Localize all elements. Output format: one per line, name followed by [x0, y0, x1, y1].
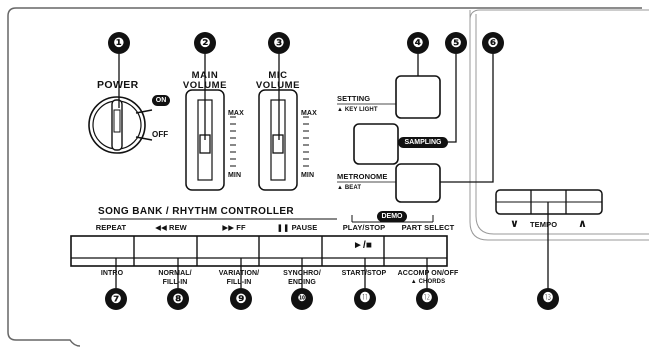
- setting-label: SETTING: [337, 94, 371, 103]
- callout-5: ❺: [445, 32, 467, 54]
- setting-sub-text: KEY LIGHT: [344, 107, 378, 113]
- variation-fill-in-label-1: VARIATION/: [218, 270, 260, 277]
- setting-button[interactable]: [396, 76, 440, 118]
- power-off-label: OFF: [152, 130, 169, 139]
- power-label: POWER: [97, 79, 139, 91]
- callout-9: ❾: [230, 288, 252, 310]
- play-stop-label: PLAY/STOP: [342, 223, 386, 232]
- demo-label: DEMO: [377, 211, 407, 222]
- power-switch[interactable]: [88, 96, 153, 154]
- setting-sub-label: ▲ KEY LIGHT: [337, 107, 378, 113]
- callout-6: ❻: [482, 32, 504, 54]
- panel-outline: [7, 7, 642, 341]
- mic-volume-max: MAX: [301, 110, 317, 117]
- intro-label: INTRO: [100, 270, 124, 277]
- tempo-panel: [469, 10, 649, 241]
- metronome-button[interactable]: [396, 164, 440, 202]
- main-volume-max: MAX: [228, 110, 244, 117]
- tempo-up-icon: ∧: [578, 218, 588, 230]
- part-select-label: PART SELECT: [401, 223, 455, 232]
- mic-volume-min: MIN: [301, 172, 315, 179]
- song-bank-buttons[interactable]: [70, 235, 448, 267]
- start-stop-label: START/STOP: [341, 270, 387, 277]
- sampling-label: SAMPLING: [398, 137, 448, 148]
- power-on-label: ON: [152, 95, 170, 106]
- panel-bottom-edge: [40, 339, 81, 347]
- ff-button[interactable]: [197, 236, 259, 266]
- callout-12: ⓬: [416, 288, 438, 310]
- callout-2: ❷: [194, 32, 216, 54]
- mic-volume-slider[interactable]: [258, 54, 298, 191]
- chords-text: CHORDS: [418, 279, 446, 285]
- callout-11: ⓫: [354, 288, 376, 310]
- metronome-label: METRONOME: [337, 172, 388, 181]
- variation-fill-in-label-2: FILL-IN: [226, 279, 252, 286]
- pause-text: PAUSE: [291, 223, 318, 232]
- callout-4: ❹: [407, 32, 429, 54]
- synchro-ending-label-2: ENDING: [288, 279, 316, 286]
- mic-volume-label-1: MIC: [268, 70, 288, 81]
- mic-volume-scale: [303, 116, 309, 167]
- metronome-sub-text: BEAT: [344, 185, 362, 191]
- tempo-label: TEMPO: [530, 220, 558, 229]
- accomp-label: ACCOMP ON/OFF: [397, 270, 459, 277]
- song-bank-title: SONG BANK / RHYTHM CONTROLLER: [98, 206, 295, 217]
- right-panel-outline: [469, 9, 649, 21]
- sampling-button[interactable]: [354, 124, 398, 164]
- pause-label: ❚❚ PAUSE: [276, 223, 318, 232]
- main-volume-label-1: MAIN: [191, 70, 219, 81]
- ff-text: FF: [236, 223, 246, 232]
- callout-3: ❸: [268, 32, 290, 54]
- play-stop-button[interactable]: [322, 236, 384, 266]
- tempo-control[interactable]: [495, 189, 603, 289]
- main-volume-min: MIN: [228, 172, 242, 179]
- callout-7: ❼: [105, 288, 127, 310]
- synchro-ending-label-1: SYNCHRO/: [283, 270, 321, 277]
- metronome-button-shape: [395, 163, 441, 203]
- mic-volume-label-2: VOLUME: [255, 80, 301, 91]
- callout-13: ⓭: [537, 288, 559, 310]
- tempo-down-icon: ∨: [510, 218, 520, 230]
- pause-button[interactable]: [259, 236, 322, 266]
- repeat-button[interactable]: [71, 236, 134, 266]
- normal-fill-in-label-1: NORMAL/: [158, 270, 192, 277]
- rew-text: REW: [169, 223, 187, 232]
- main-volume-slider[interactable]: [185, 54, 225, 191]
- callout-1: ❶: [108, 32, 130, 54]
- part-select-button[interactable]: [384, 236, 447, 266]
- chords-label: ▲ CHORDS: [410, 279, 446, 285]
- callout-8: ❽: [167, 288, 189, 310]
- rew-button[interactable]: [134, 236, 197, 266]
- main-volume-label-2: VOLUME: [182, 80, 228, 91]
- repeat-label: REPEAT: [95, 223, 127, 232]
- normal-fill-in-label-2: FILL-IN: [162, 279, 188, 286]
- rew-label: ◀◀ REW: [155, 223, 187, 232]
- callout-10: ❿: [291, 288, 313, 310]
- main-volume-scale: [230, 116, 236, 167]
- play-stop-icon: ►/■: [352, 240, 373, 251]
- metronome-sub-label: ▲ BEAT: [337, 185, 362, 191]
- ff-label: ▶▶ FF: [222, 223, 246, 232]
